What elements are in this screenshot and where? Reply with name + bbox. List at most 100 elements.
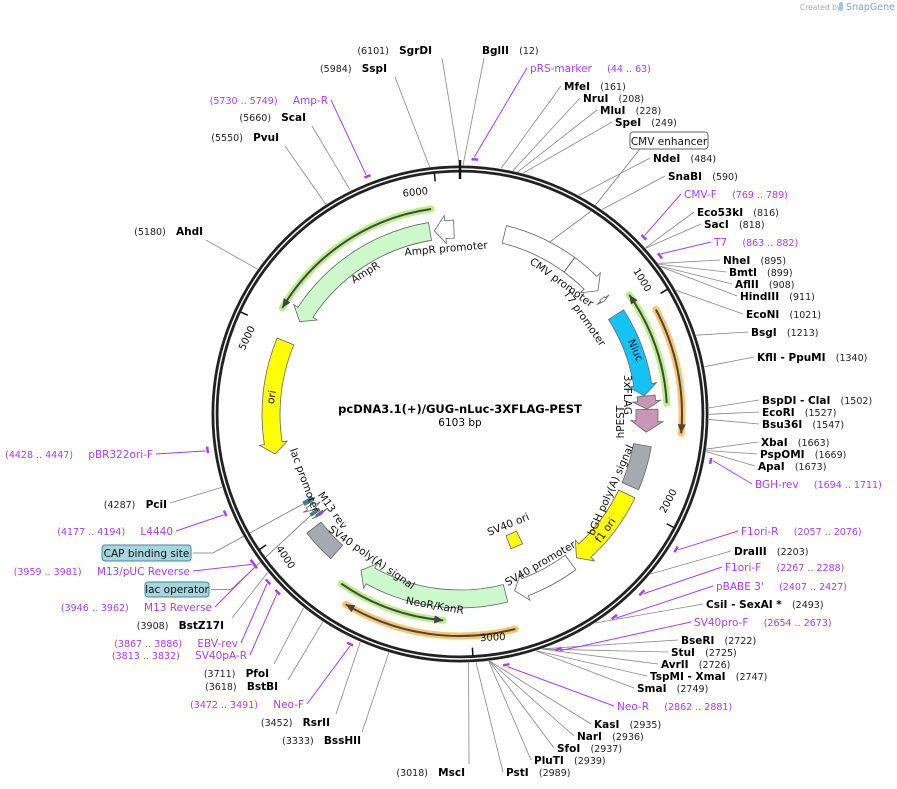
orf-line[interactable] (655, 309, 683, 434)
enzyme-site[interactable]: (3018) MscI (396, 761, 465, 780)
orf-line[interactable] (345, 603, 516, 637)
enzyme-site[interactable]: EcoNI (1021) (746, 303, 821, 322)
enzyme-site[interactable]: NdeI (484) (653, 147, 716, 166)
primer-site[interactable]: (3946 .. 3962) M13 Reverse (61, 596, 212, 615)
enzyme-site[interactable]: NheI (895) (723, 249, 786, 268)
enzyme-site[interactable]: KasI (2935) (594, 713, 661, 732)
enzyme-site[interactable]: EcoRI (1527) (762, 401, 836, 420)
enzyme-site[interactable]: (3452) RsrII (261, 711, 330, 730)
primer-mark[interactable] (363, 174, 371, 179)
primer-site[interactable]: (4428 .. 4447) pBR322ori-F (5, 443, 153, 462)
enzyme-site[interactable]: XbaI (1663) (761, 431, 829, 450)
enzyme-site[interactable]: SacI (818) (704, 213, 765, 232)
primer-mark[interactable] (673, 545, 679, 553)
primer-mark[interactable] (640, 233, 648, 241)
enzyme-site[interactable]: StuI (2725) (671, 641, 737, 660)
enzyme-site[interactable]: (3908) BstZ17I (137, 614, 224, 633)
feature-hpest[interactable] (629, 408, 665, 433)
enzyme-site[interactable]: SnaBI (590) (668, 165, 738, 184)
primer-site[interactable]: pBABE 3' (2407 .. 2427) (716, 575, 847, 594)
primer-site[interactable]: BGH-rev (1694 .. 1711) (755, 473, 882, 492)
primer-mark[interactable] (346, 641, 354, 647)
enzyme-site[interactable]: Eco53kI (816) (697, 201, 779, 220)
enzyme-site[interactable]: MluI (228) (600, 99, 661, 118)
feature-f1-ori[interactable] (574, 489, 636, 562)
primer-site[interactable]: (3867 .. 3886) EBV-rev (114, 632, 238, 651)
enzyme-site[interactable]: PstI (2989) (506, 761, 570, 780)
primer-mark[interactable] (205, 446, 210, 454)
feature-ampr[interactable] (293, 222, 432, 323)
enzyme-site[interactable]: (5180) AhdI (134, 220, 203, 239)
primer-site[interactable]: (3959 .. 3981) M13/pUC Reverse (14, 560, 190, 579)
enzyme-site[interactable]: BglII (12) (482, 39, 539, 58)
feature-m13-rev[interactable] (312, 508, 328, 520)
enzyme-site[interactable]: Bsu36I (1547) (762, 413, 844, 432)
feature-cmv-promoter[interactable] (563, 257, 601, 294)
primer-mark[interactable] (502, 662, 510, 667)
enzyme-site[interactable]: NarI (2936) (577, 725, 644, 744)
primer-mark[interactable] (708, 457, 713, 465)
feature-nluc[interactable] (607, 309, 658, 397)
feature-sv40-promoter[interactable] (514, 554, 577, 602)
feature-bgh-poly-a-signal[interactable] (621, 443, 652, 491)
primer-mark[interactable] (274, 589, 281, 596)
enzyme-site[interactable]: BmtI (899) (729, 261, 793, 280)
enzyme-site[interactable]: SmaI (2749) (637, 677, 708, 696)
orf-line[interactable] (281, 208, 432, 309)
enzyme-site[interactable]: AvrII (2726) (661, 653, 730, 672)
enzyme-site[interactable]: NruI (208) (583, 87, 644, 106)
orf-line[interactable] (340, 582, 444, 622)
enzyme-site[interactable]: SfoI (2937) (557, 737, 622, 756)
feature-neor-kanr[interactable] (360, 562, 509, 609)
primer-mark[interactable] (222, 510, 228, 517)
enzyme-site[interactable]: (3711) PfoI (204, 662, 269, 681)
enzyme-site[interactable]: (5984) SspI (320, 57, 387, 76)
feature-lac-operator[interactable] (309, 507, 321, 517)
enzyme-site[interactable]: BspDI - ClaI (1502) (762, 389, 872, 408)
enzyme-site[interactable]: DraIII (2203) (734, 540, 809, 559)
feature-ori[interactable] (258, 337, 295, 455)
enzyme-site[interactable]: KflI - PpuMI (1340) (757, 346, 867, 365)
primer-site[interactable]: (3813 .. 3832) SV40pA-R (112, 644, 247, 663)
primer-site[interactable]: F1ori-R (2057 .. 2076) (741, 520, 862, 539)
enzyme-site[interactable]: (3333) BssHII (282, 729, 361, 748)
primer-site[interactable]: F1ori-F (2267 .. 2288) (725, 556, 844, 575)
enzyme-site[interactable]: (5550) PvuI (211, 126, 279, 145)
enzyme-site[interactable]: MfeI (161) (564, 75, 626, 94)
feature-ampr-promoter[interactable] (433, 214, 455, 245)
enzyme-site[interactable]: (3618) BstBI (205, 675, 278, 694)
enzyme-site[interactable]: ApaI (1673) (758, 455, 826, 474)
feature-cap-binding-site[interactable] (302, 496, 315, 506)
enzyme-site[interactable]: HindIII (911) (740, 285, 815, 304)
enzyme-site[interactable]: TspMI - XmaI (2747) (650, 665, 767, 684)
primer-site[interactable]: (3472 .. 3491) Neo-F (190, 693, 304, 712)
primer-site[interactable]: CMV-F (769 .. 789) (684, 183, 788, 202)
primer-mark[interactable] (610, 613, 618, 621)
primer-site[interactable]: (4177 .. 4194) L4440 (57, 520, 173, 539)
feature-t7-promoter[interactable] (596, 294, 610, 306)
primer-mark[interactable] (656, 252, 663, 260)
feature-lac-promoter[interactable] (303, 501, 321, 513)
feature-3xflag[interactable] (631, 394, 663, 410)
enzyme-site[interactable]: PluTI (2939) (534, 749, 606, 768)
enzyme-site[interactable]: (5660) ScaI (239, 106, 306, 125)
primer-site[interactable]: (5730 .. 5749) Amp-R (210, 89, 328, 108)
orf-line[interactable] (628, 294, 668, 404)
feature-sv40-poly-a-signal[interactable] (306, 521, 344, 560)
enzyme-site[interactable]: BseRI (2722) (681, 629, 756, 648)
primer-site[interactable]: SV40pro-F (2654 .. 2673) (694, 611, 832, 630)
enzyme-site[interactable]: SpeI (249) (615, 111, 677, 130)
enzyme-site[interactable]: AflII (908) (735, 273, 794, 292)
enzyme-site[interactable]: BsgI (1213) (751, 321, 818, 340)
enzyme-site[interactable]: (6101) SgrDI (357, 39, 432, 58)
primer-site[interactable]: Neo-R (2862 .. 2881) (617, 695, 732, 714)
enzyme-site[interactable]: PspOMI (1669) (760, 443, 846, 462)
primer-mark[interactable] (249, 558, 256, 567)
primer-mark[interactable] (264, 578, 272, 586)
enzyme-site[interactable]: CsiI - SexAI * (2493) (706, 593, 824, 612)
feature-sv40-ori[interactable] (505, 530, 524, 550)
primer-mark[interactable] (638, 589, 646, 597)
primer-mark[interactable] (554, 646, 562, 652)
primer-site[interactable]: T7 (863 .. 882) (713, 231, 798, 250)
enzyme-site[interactable]: (4287) PciI (104, 493, 167, 512)
